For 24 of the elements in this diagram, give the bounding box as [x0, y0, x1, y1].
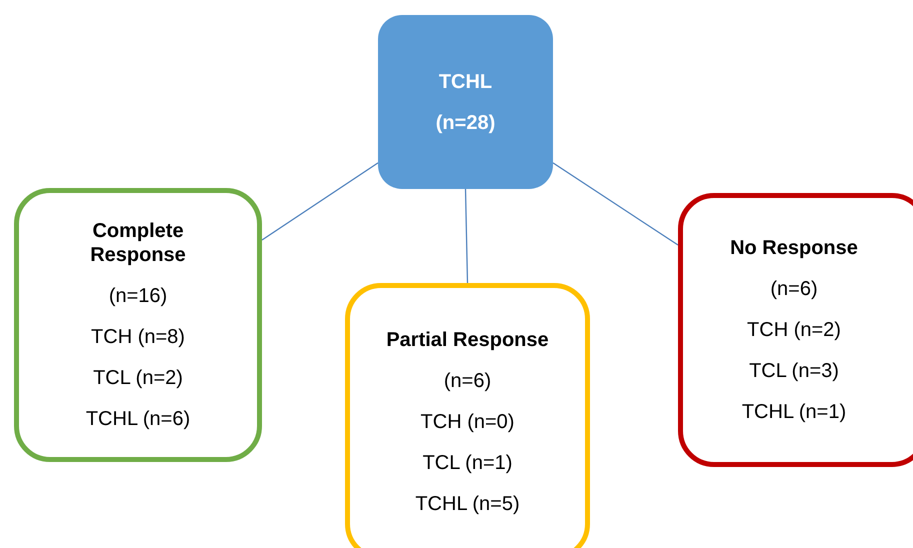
root-box — [378, 15, 553, 189]
node-text: TCHL (n=5) — [415, 492, 520, 516]
connector-line — [464, 188, 468, 284]
node-heading: No Response — [730, 236, 858, 260]
node-heading: Partial Response — [386, 328, 549, 352]
node-text: TCL (n=2) — [93, 366, 183, 390]
result-box — [345, 283, 590, 548]
result-box — [678, 193, 913, 467]
node-text: TCHL (n=1) — [742, 400, 846, 424]
connector-line — [262, 162, 378, 241]
node-heading: Complete Response — [89, 219, 187, 267]
node-heading: TCHL — [438, 70, 492, 94]
connector-line — [552, 162, 678, 246]
node-text: TCL (n=3) — [749, 359, 839, 383]
result-box — [14, 188, 262, 462]
node-text: (n=16) — [108, 284, 168, 308]
node-text: (n=6) — [770, 277, 818, 301]
node-text: TCH (n=2) — [747, 318, 841, 342]
node-text: TCHL (n=6) — [86, 407, 190, 431]
node-text: (n=28) — [436, 110, 496, 134]
node-text: TCH (n=8) — [91, 325, 185, 349]
node-text: (n=6) — [444, 368, 492, 392]
node-text: TCL (n=1) — [422, 450, 512, 474]
node-text: TCH (n=0) — [420, 410, 514, 434]
